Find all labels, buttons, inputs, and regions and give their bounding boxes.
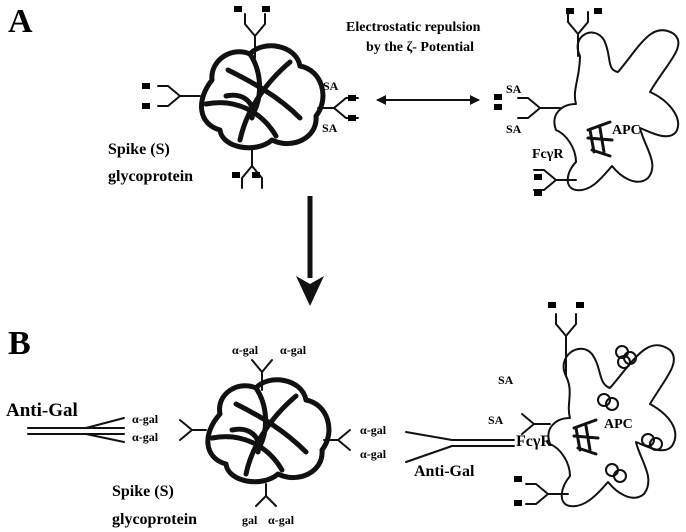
apc-b-sa-bottom-label: SA — [488, 413, 504, 427]
fc-receptor-b-icon — [572, 418, 600, 456]
fcr-a-label: FcγR — [532, 147, 564, 162]
spike-b-bottom-glycan — [255, 483, 277, 507]
panel-b-letter: B — [8, 325, 31, 362]
apc-a-bottom-glycan — [533, 169, 577, 196]
spike-b-top-label-left: α-gal — [232, 343, 259, 357]
spike-a-sa-top-label: SA — [323, 79, 339, 93]
spike-b-top-label-right: α-gal — [280, 343, 307, 357]
spike-a-sa-bottom-label: SA — [322, 121, 338, 135]
fcr-b-label: FcγR — [516, 433, 552, 450]
spike-a-right-glycan — [317, 95, 359, 121]
conversion-arrowhead-icon — [296, 276, 324, 306]
spike-b-bottom-alpha-gal: α-gal — [268, 513, 295, 527]
anti-gal-right-label: Anti-Gal — [414, 463, 475, 480]
spike-b-label-line2: glycoprotein — [112, 511, 197, 528]
apc-a-left-glycan — [494, 94, 561, 119]
spike-a-bottom-glycan — [232, 149, 263, 189]
conversion-step — [296, 196, 324, 306]
spike-b-left-alpha-gal-top: α-gal — [132, 412, 159, 426]
spike-a-top-glycan — [234, 6, 270, 59]
apc-b-top-glycan — [548, 302, 584, 377]
spike-b-right-alpha-gal-bottom: α-gal — [360, 447, 387, 461]
spike-a-left-glycan — [142, 83, 201, 109]
apc-a-top-glycan — [566, 8, 602, 57]
fc-receptor-a-icon — [586, 120, 614, 158]
anti-gal-left-antibody — [27, 417, 125, 443]
apc-a-label: APC — [612, 123, 641, 138]
anti-gal-right-antibody — [405, 431, 515, 463]
apc-b-left-glycan — [521, 413, 551, 435]
spike-b-left-alpha-gal-bottom: α-gal — [132, 430, 159, 444]
apc-b-label: APC — [604, 417, 633, 432]
panel-a-letter: A — [8, 3, 33, 40]
repulsion-label-line1: Electrostatic repulsion — [346, 20, 481, 35]
panel-a: A Electrostatic repulsion by the ζ- Pote… — [8, 3, 680, 196]
spike-b-top-glycan — [251, 359, 273, 391]
repulsion-label-line2: by the ζ- Potential — [366, 40, 474, 55]
spike-a-label-line1: Spike (S) — [108, 141, 170, 158]
apc-a-sa-top-label: SA — [506, 82, 522, 96]
panel-b: B α-gal α-gal α-gal α-gal α-gal α-gal Sp… — [6, 302, 677, 528]
apc-b-bottom-glycan — [514, 476, 569, 506]
spike-glycoprotein-b — [205, 377, 332, 485]
endosome-particles-icon — [597, 345, 663, 483]
spike-b-label-line1: Spike (S) — [112, 483, 174, 500]
spike-b-bottom-gal: gal — [242, 513, 258, 527]
apc-cell-a: APC FcγR — [532, 29, 680, 192]
anti-gal-left-label: Anti-Gal — [6, 400, 78, 421]
apc-cell-b: APC — [547, 344, 677, 508]
apc-b-sa-top-label: SA — [498, 373, 514, 387]
spike-b-left-glycan — [179, 419, 207, 441]
spike-glycoprotein-a — [199, 43, 326, 151]
spike-b-right-glycan — [323, 429, 351, 451]
apc-a-sa-bottom-label: SA — [506, 122, 522, 136]
spike-a-label-line2: glycoprotein — [108, 168, 193, 185]
spike-b-right-alpha-gal-top: α-gal — [360, 423, 387, 437]
